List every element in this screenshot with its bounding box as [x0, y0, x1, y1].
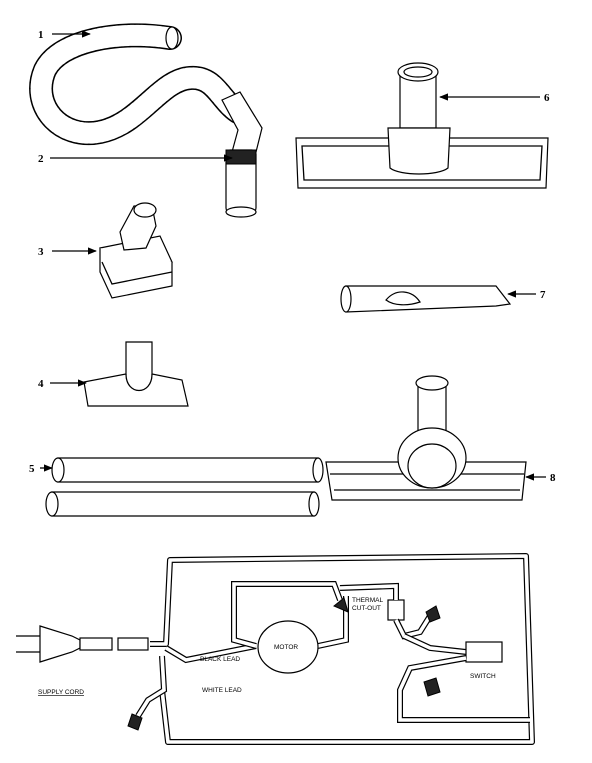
part-5-wands	[45, 457, 324, 517]
callout-5: 5	[29, 463, 35, 475]
callout-3: 3	[38, 246, 44, 258]
part-1-hose	[29, 23, 250, 146]
thermal-cutout-label-1: THERMAL	[352, 597, 383, 604]
switch-label: SWITCH	[470, 673, 496, 680]
part-4-dusting-tool	[83, 341, 189, 407]
part-8-rug-tool	[325, 375, 527, 501]
callout-1: 1	[38, 29, 44, 41]
part-3-upholstery-tool	[99, 202, 173, 299]
part-7-crevice-tool	[340, 285, 512, 313]
supply-cord-label: SUPPLY CORD	[38, 689, 84, 696]
part-6-floor-tool	[295, 62, 549, 189]
wiring-diagram	[16, 553, 535, 745]
callout-2: 2	[38, 153, 44, 165]
plug-icon	[16, 625, 149, 663]
callout-4: 4	[38, 378, 44, 390]
motor-icon	[257, 620, 319, 674]
callout-6: 6	[544, 92, 550, 104]
thermal-cutout-label-2: CUT-OUT	[352, 605, 381, 612]
callout-7: 7	[540, 289, 546, 301]
callout-arrows	[40, 30, 546, 481]
motor-label: MOTOR	[274, 644, 298, 651]
part-2-hose-handle	[221, 91, 263, 218]
white-lead-label: WHITE LEAD	[202, 687, 242, 694]
black-lead-label: BLACK LEAD	[200, 656, 240, 663]
callout-8: 8	[550, 472, 556, 484]
